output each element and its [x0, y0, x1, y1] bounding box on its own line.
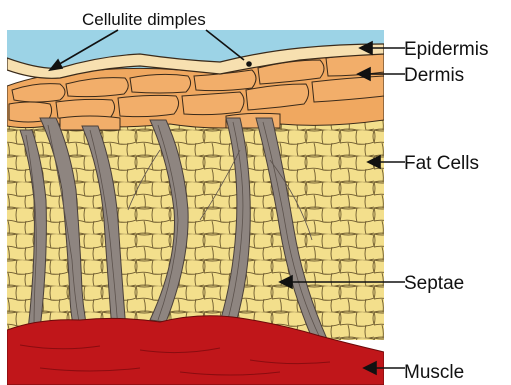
- label-muscle: Muscle: [404, 362, 464, 383]
- label-septae: Septae: [404, 273, 464, 294]
- label-dermis: Dermis: [404, 65, 464, 86]
- label-epidermis: Epidermis: [404, 39, 488, 60]
- label-fat-cells: Fat Cells: [404, 153, 479, 174]
- tissue-cross-section: [7, 30, 384, 385]
- label-cellulite-dimples: Cellulite dimples: [82, 10, 206, 29]
